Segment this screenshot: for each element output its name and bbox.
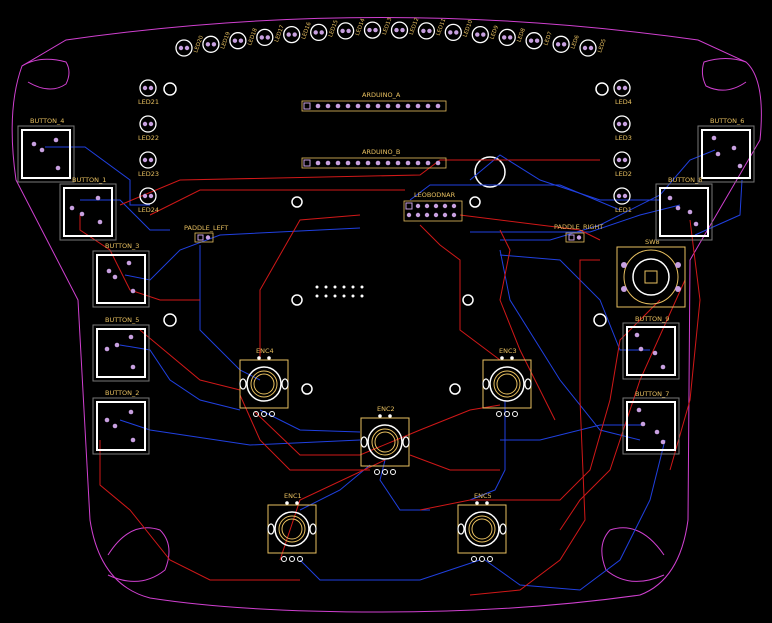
top-led: LED8: [498, 27, 527, 47]
arduino-a-label: ARDUINO_A: [362, 91, 401, 99]
top-led-label: LED10: [463, 19, 475, 38]
top-led: LED5: [579, 38, 608, 57]
button-6-label: BUTTON_6: [710, 117, 744, 125]
top-led-label: LED17: [274, 24, 286, 43]
paddle-left-label: PADDLE_LEFT: [184, 224, 228, 232]
led-24-label: LED24: [138, 206, 159, 214]
paddle-left: PADDLE_LEFT: [184, 224, 228, 243]
encoder-1-label: ENC1: [284, 492, 302, 500]
top-led-arc: LED20 LED19 LED18 LED17 LED16 LED15 LED14 LED13…: [175, 17, 608, 57]
sw8-switch: SW8: [616, 238, 686, 308]
led-23-label: LED23: [138, 170, 159, 178]
top-led-label: LED13: [382, 17, 394, 36]
top-led-label: LED14: [355, 17, 367, 36]
arduino-b-label: ARDUINO_B: [362, 148, 400, 156]
top-led-label: LED6: [570, 34, 581, 50]
top-led: LED16: [283, 21, 313, 44]
top-led: LED13: [363, 17, 394, 39]
button-5: BUTTON_5: [92, 316, 150, 382]
top-led: LED15: [310, 19, 340, 42]
encoder-5: ENC5: [457, 492, 507, 562]
button-2-label: BUTTON_2: [105, 389, 139, 397]
encoder-3-label: ENC3: [499, 347, 517, 355]
board-outline: [11, 17, 762, 613]
top-led: LED9: [471, 24, 501, 44]
top-led: LED7: [525, 30, 554, 50]
button-1: BUTTON_1: [59, 176, 117, 241]
led-1: LED1: [613, 187, 632, 214]
top-led-label: LED19: [220, 31, 232, 50]
button-4: BUTTON_4: [17, 117, 75, 183]
top-led-label: LED8: [516, 27, 527, 43]
led-21: LED21: [138, 79, 159, 106]
led-4: LED4: [613, 79, 632, 106]
button-2: BUTTON_2: [92, 389, 150, 455]
top-led: LED12: [390, 17, 421, 39]
led-21-label: LED21: [138, 98, 159, 106]
led-2: LED2: [613, 151, 632, 178]
top-led: LED19: [202, 31, 232, 53]
top-led: LED6: [552, 34, 581, 53]
top-led-label: LED18: [247, 27, 259, 46]
led-4-label: LED4: [615, 98, 632, 106]
encoder-1: ENC1: [267, 492, 317, 562]
encoder-3: ENC3: [482, 347, 532, 417]
button-9: BUTTON_9: [622, 315, 680, 380]
arduino-header-b: ARDUINO_B: [301, 148, 447, 169]
paddle-right: PADDLE_RIGHT: [554, 223, 603, 243]
top-led-label: LED16: [301, 21, 313, 40]
led-22: LED22: [138, 115, 159, 142]
top-led-label: LED9: [490, 24, 501, 40]
button-5-label: BUTTON_5: [105, 316, 139, 324]
paddle-right-label: PADDLE_RIGHT: [554, 223, 603, 231]
button-6: BUTTON_6: [697, 117, 755, 183]
top-led: LED11: [417, 18, 448, 40]
button-4-label: BUTTON_4: [30, 117, 64, 125]
top-led-label: LED12: [409, 17, 421, 36]
led-3: LED3: [613, 115, 632, 142]
button-1-label: BUTTON_1: [72, 176, 106, 184]
top-led-label: LED7: [543, 30, 554, 46]
header-a-pins: [303, 102, 441, 110]
button-7-label: BUTTON_7: [635, 390, 669, 398]
led-3-label: LED3: [615, 134, 632, 142]
led-2-label: LED2: [615, 170, 632, 178]
button-9-label: BUTTON_9: [635, 315, 669, 323]
top-led-label: LED11: [436, 18, 448, 37]
encoder-4-label: ENC4: [256, 347, 274, 355]
top-led: LED14: [336, 17, 367, 40]
button-8-label: BUTTON_8: [668, 176, 702, 184]
top-led-label: LED5: [597, 38, 608, 54]
led-1-label: LED1: [615, 206, 632, 214]
center-pin-grid: [315, 285, 364, 298]
arduino-header-a: ARDUINO_A: [301, 91, 447, 112]
led-22-label: LED22: [138, 134, 159, 142]
top-led-label: LED15: [328, 19, 340, 38]
button-8: BUTTON_8: [655, 176, 713, 241]
led-24: LED24: [138, 187, 159, 214]
top-led: LED18: [229, 27, 259, 50]
button-3-label: BUTTON_3: [105, 242, 139, 250]
top-led-label: LED20: [193, 34, 205, 53]
top-led: LED10: [444, 19, 475, 42]
button-7: BUTTON_7: [622, 390, 680, 455]
mounting-holes: [163, 82, 609, 395]
encoder-4: ENC4: [239, 347, 289, 417]
button-3: BUTTON_3: [92, 242, 150, 308]
leobodnar-header: LEOBODNAR: [403, 191, 463, 222]
encoder-5-label: ENC5: [474, 492, 492, 500]
header-b-pins: [303, 159, 441, 167]
encoder-2: ENC2: [360, 405, 410, 475]
sw8-label: SW8: [645, 238, 660, 246]
leobodnar-label: LEOBODNAR: [414, 191, 456, 199]
top-led: LED20: [175, 34, 205, 57]
top-led: LED17: [256, 24, 286, 47]
traces-top: [79, 159, 701, 596]
led-23: LED23: [138, 151, 159, 178]
encoder-2-label: ENC2: [377, 405, 395, 413]
